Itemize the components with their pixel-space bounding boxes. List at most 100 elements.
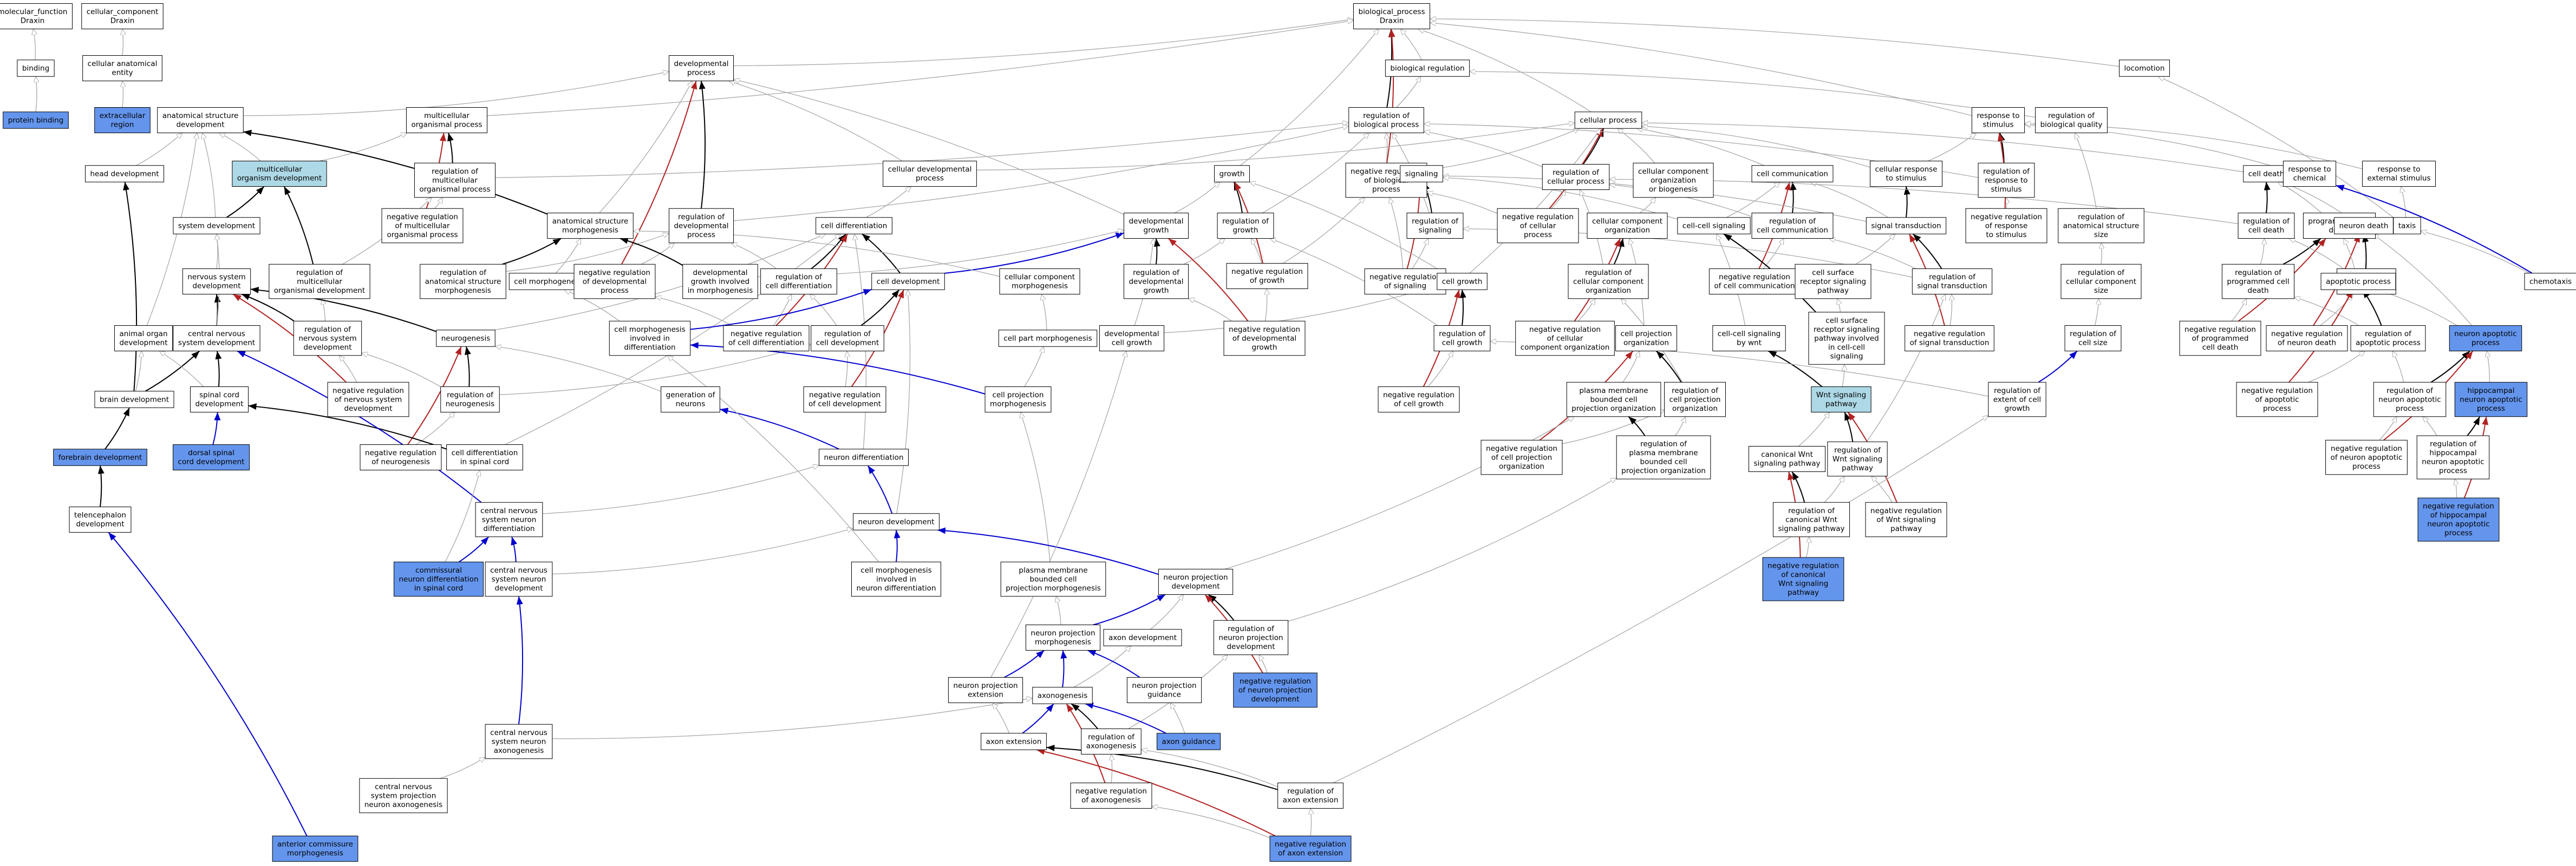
go-node-cell-part-morphogenesis[interactable]: cell part morphogenesis	[998, 330, 1098, 347]
go-node-cell-communication[interactable]: cell communication	[1751, 165, 1834, 182]
go-node-neuron-differentiation[interactable]: neuron differentiation	[819, 449, 909, 466]
go-node-brain-development[interactable]: brain development	[94, 391, 174, 408]
go-node-system-development[interactable]: system development	[173, 217, 260, 234]
go-node-binding[interactable]: binding	[17, 60, 55, 77]
go-node-protein-binding[interactable]: protein binding	[3, 111, 69, 129]
go-node-neuron-development[interactable]: neuron development	[853, 513, 940, 530]
go-node-cell-growth[interactable]: cell growth	[1437, 273, 1488, 290]
go-node-locomotion[interactable]: locomotion	[2119, 60, 2170, 77]
go-node-taxis[interactable]: taxis	[2393, 217, 2421, 234]
go-node-head-development[interactable]: head development	[84, 165, 165, 182]
go-node-chemotaxis[interactable]: chemotaxis	[2524, 273, 2576, 290]
go-node-apoptotic-process[interactable]: apoptotic process	[2320, 273, 2396, 290]
go-node-growth[interactable]: growth	[1214, 165, 1250, 182]
go-node-cell-development[interactable]: cell development	[871, 273, 945, 290]
go-node-signaling[interactable]: signaling	[1400, 165, 1443, 182]
go-node-cellular-process[interactable]: cellular process	[1574, 111, 1642, 129]
go-node-axonogenesis[interactable]: axonogenesis	[1032, 687, 1093, 704]
go-node-forebrain-development[interactable]: forebrain development	[53, 449, 147, 466]
